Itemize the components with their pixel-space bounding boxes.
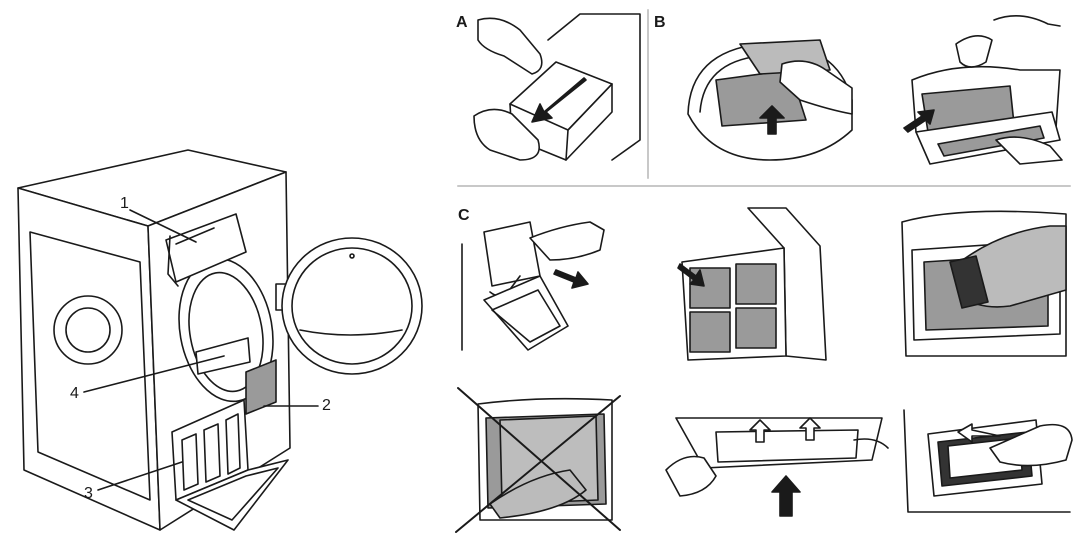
- water-container-drawer: [165, 213, 247, 287]
- panel-c6-close-flap: [903, 409, 1073, 513]
- ventilation-grille: [245, 359, 277, 415]
- callout-line-4: [83, 355, 225, 393]
- callout-4: 4: [70, 385, 79, 402]
- arrow-up-icon: [759, 105, 785, 135]
- arrow-up-icon: [749, 419, 771, 443]
- arrow-icon: [677, 263, 705, 287]
- panel-c1-pull-filter: [461, 221, 605, 351]
- callout-3: 3: [84, 485, 93, 502]
- arrow-icon: [957, 423, 1001, 443]
- arrow-up-icon: [799, 417, 821, 441]
- condenser-compartment: [171, 399, 289, 531]
- arrow-icon: [531, 77, 587, 123]
- panel-c5-insert-condenser: [665, 417, 889, 517]
- panel-label-c: C: [458, 207, 470, 224]
- panel-label-a: A: [456, 14, 468, 31]
- arrow-up-icon: [771, 475, 801, 517]
- panel-b-filter-remove: [687, 39, 853, 161]
- panel-c2-filter-frame: [677, 207, 827, 361]
- panel-c3-vacuum-condenser: [901, 210, 1067, 357]
- panel-c4-crossed-out: [455, 387, 621, 533]
- arrow-icon: [553, 269, 589, 289]
- callout-2: 2: [322, 397, 331, 414]
- callout-line-3: [97, 461, 183, 491]
- panel-label-b: B: [654, 14, 666, 31]
- callout-line-1: [129, 209, 197, 243]
- panel-b-filter-open: [903, 15, 1063, 165]
- dryer-door: [281, 237, 423, 375]
- arrow-icon: [903, 109, 935, 133]
- callout-1: 1: [120, 195, 129, 212]
- panel-a-drawer-removal: [473, 13, 641, 161]
